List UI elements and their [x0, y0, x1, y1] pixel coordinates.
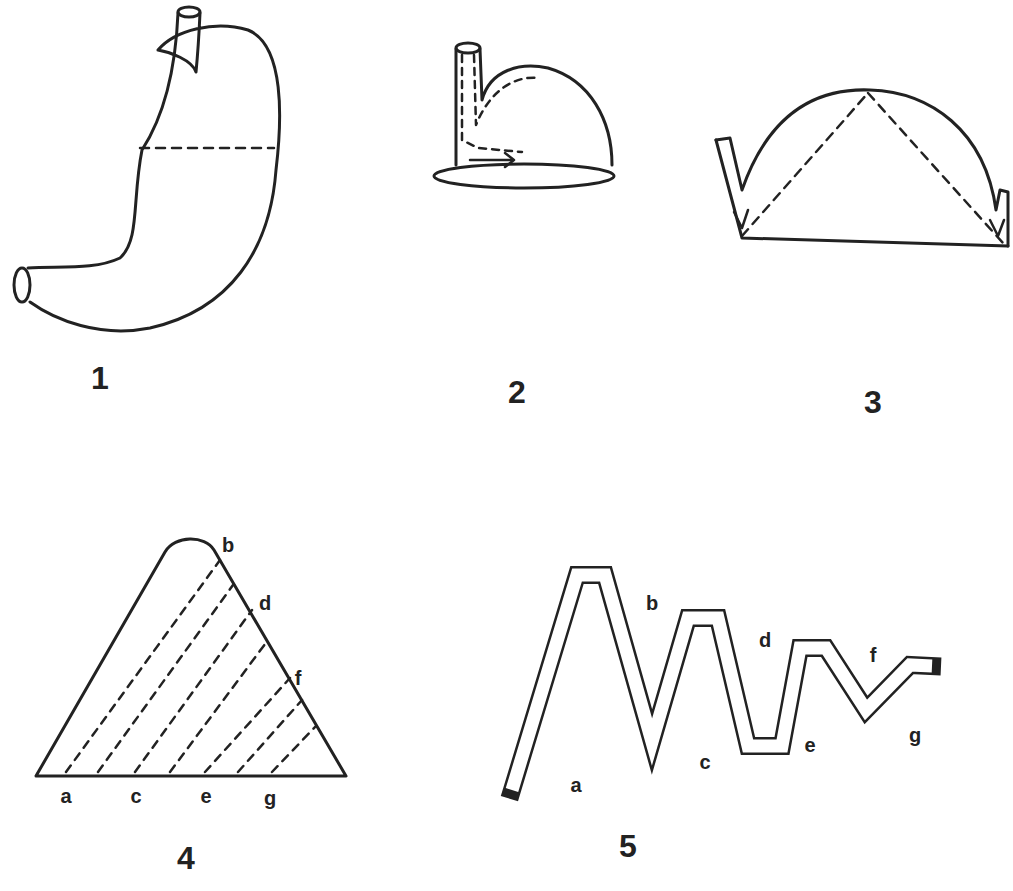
- point-letter: a: [60, 786, 71, 806]
- point-letter: c: [699, 752, 710, 772]
- figure-number: 4: [177, 842, 195, 874]
- point-letter: g: [264, 788, 276, 808]
- point-letter: b: [222, 535, 234, 555]
- figure-number: 5: [619, 830, 637, 862]
- figure-number: 3: [864, 386, 882, 418]
- point-letter: c: [130, 786, 141, 806]
- point-letter: g: [909, 725, 921, 745]
- point-letter: a: [570, 775, 581, 795]
- figure-number: 2: [508, 376, 526, 408]
- point-letter: e: [200, 786, 211, 806]
- point-letter: d: [759, 630, 771, 650]
- point-letter: e: [804, 735, 815, 755]
- figure-number: 1: [91, 362, 109, 394]
- point-letter: f: [295, 668, 302, 688]
- point-letter: f: [870, 645, 877, 665]
- point-letter: d: [259, 593, 271, 613]
- point-letter: b: [646, 593, 658, 613]
